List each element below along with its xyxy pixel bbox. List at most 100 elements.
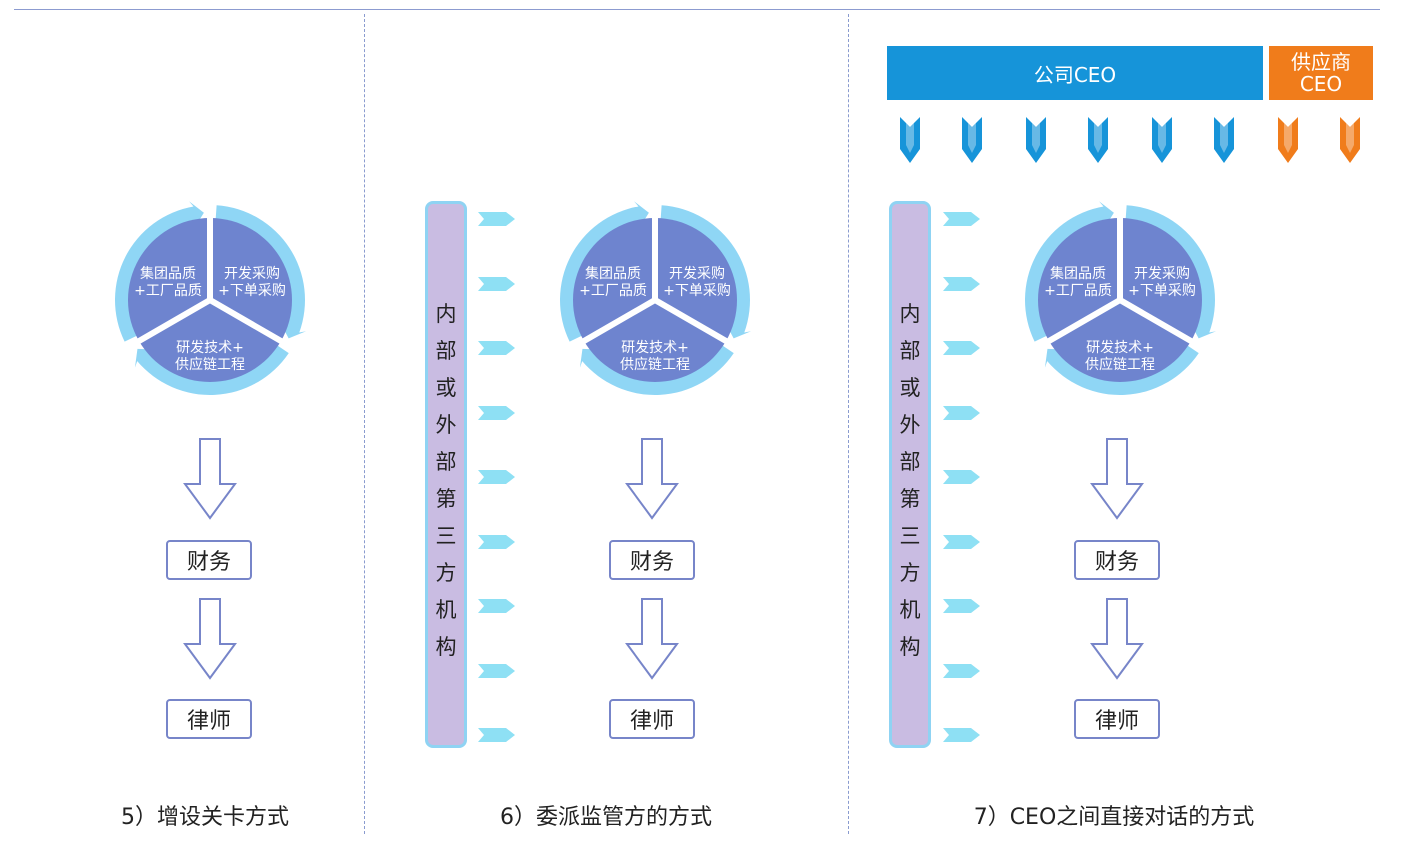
right-chevron-arrow-icon bbox=[943, 534, 980, 549]
third-party-char: 部 bbox=[899, 339, 921, 363]
ring-arrow-segment bbox=[115, 201, 204, 342]
right-chevron-arrow-icon bbox=[478, 534, 515, 549]
lawyer-box: 律师 bbox=[166, 699, 252, 739]
divider-line-2 bbox=[848, 14, 849, 834]
pie-divider bbox=[1034, 297, 1122, 352]
third-party-char: 外 bbox=[435, 413, 457, 437]
pie-divider bbox=[1118, 297, 1206, 352]
supplier-ceo-label-line2: CEO bbox=[1299, 72, 1343, 96]
third-party-char: 第 bbox=[435, 487, 457, 511]
third-party-char: 第 bbox=[899, 487, 921, 511]
third-party-char: 机 bbox=[899, 598, 921, 622]
pie-segment bbox=[583, 300, 727, 382]
hollow-down-arrow-icon bbox=[183, 598, 237, 680]
third-party-char: 部 bbox=[435, 450, 457, 474]
pie-segment-label: +下单采购 bbox=[1128, 283, 1196, 299]
pie-segment-label: +下单采购 bbox=[218, 283, 286, 299]
supplier-ceo-bar: 供应商 CEO bbox=[1269, 46, 1373, 100]
down-arrow-shape bbox=[625, 438, 679, 520]
top-rule bbox=[14, 9, 1380, 10]
ring-arrow-segment bbox=[1044, 344, 1199, 395]
third-party-char: 部 bbox=[899, 450, 921, 474]
right-chevron-arrow-icon bbox=[943, 470, 980, 484]
right-chevron-arrow-icon bbox=[943, 212, 980, 226]
down-arrow-shape bbox=[1090, 438, 1144, 520]
right-chevron-arrow-icon bbox=[943, 728, 980, 742]
pie-segment-label: 供应链工程 bbox=[1085, 356, 1155, 373]
down-chevron-icon bbox=[962, 117, 982, 163]
pie-segment-label: 研发技术+ bbox=[1086, 340, 1154, 356]
down-arrow-shape bbox=[183, 598, 237, 680]
pie-segment-label: +工厂品质 bbox=[579, 283, 647, 299]
hollow-down-arrow-icon bbox=[183, 438, 237, 520]
pie-segment-label: 集团品质 bbox=[585, 265, 641, 282]
third-party-char: 构 bbox=[899, 635, 921, 659]
third-party-char: 机 bbox=[435, 598, 457, 622]
down-arrow-shape bbox=[183, 438, 237, 520]
right-chevron-arrow-icon bbox=[943, 276, 980, 291]
panel-caption: 7）CEO之间直接对话的方式 bbox=[973, 805, 1255, 830]
third-party-char: 三 bbox=[435, 524, 457, 548]
pie-segment-label: 开发采购 bbox=[1134, 266, 1190, 282]
down-chevron-icon bbox=[1214, 117, 1234, 163]
right-chevron-arrow-icon bbox=[478, 470, 515, 484]
right-chevron-arrow-icon bbox=[478, 663, 515, 678]
pie-segment-label: +工厂品质 bbox=[134, 283, 202, 299]
third-party-char: 方 bbox=[899, 561, 921, 585]
pie-segment-label: 供应链工程 bbox=[620, 356, 690, 373]
right-chevron-arrow-icon bbox=[943, 341, 980, 355]
third-party-char: 或 bbox=[435, 376, 457, 400]
down-arrow-shape bbox=[625, 598, 679, 680]
panel-caption: 5）增设关卡方式 bbox=[121, 805, 289, 830]
third-party-char: 部 bbox=[435, 339, 457, 363]
ring-arrow-segment bbox=[134, 344, 289, 395]
third-party-char: 三 bbox=[899, 524, 921, 548]
pie-divider bbox=[653, 297, 741, 352]
right-chevron-arrow-icon bbox=[478, 728, 515, 742]
third-party-bar: 内 部 或 外 部 第 三 方 机 构 bbox=[425, 201, 467, 748]
right-chevron-arrow-icon bbox=[478, 276, 515, 291]
third-party-char: 内 bbox=[435, 302, 457, 326]
right-chevron-arrow-icon bbox=[943, 405, 980, 420]
pie-segment-label: 开发采购 bbox=[224, 266, 280, 282]
company-ceo-bar: 公司CEO bbox=[887, 46, 1263, 100]
hollow-down-arrow-icon bbox=[625, 438, 679, 520]
right-chevron-arrow-icon bbox=[478, 212, 515, 226]
pie-segment-label: 开发采购 bbox=[669, 266, 725, 282]
hollow-down-arrow-icon bbox=[1090, 598, 1144, 680]
finance-box: 财务 bbox=[609, 540, 695, 580]
pie-divider bbox=[569, 297, 657, 352]
pie-segment-label: 集团品质 bbox=[1050, 265, 1106, 282]
pie-segment-label: 研发技术+ bbox=[176, 340, 244, 356]
ring-arrow-segment bbox=[579, 344, 734, 395]
lawyer-box: 律师 bbox=[1074, 699, 1160, 739]
finance-box: 财务 bbox=[1074, 540, 1160, 580]
finance-box: 财务 bbox=[166, 540, 252, 580]
panel-delegate-supervisor: 内 部 或 外 部 第 三 方 机 构 集团品质+工厂品质 开发采购+下单采购研发… bbox=[425, 201, 752, 830]
right-chevron-arrow-icon bbox=[478, 405, 515, 420]
panel-caption: 6）委派监管方的方式 bbox=[500, 805, 712, 830]
pie-divider bbox=[124, 297, 212, 352]
right-chevron-arrow-icon bbox=[943, 663, 980, 678]
pie-divider bbox=[208, 297, 296, 352]
third-party-char: 构 bbox=[435, 635, 457, 659]
down-chevron-icon bbox=[1278, 117, 1298, 163]
pie-segment-label: 研发技术+ bbox=[621, 340, 689, 356]
ring-arrow-segment bbox=[660, 205, 752, 339]
ring-arrow-segment bbox=[215, 205, 307, 339]
down-chevron-icon bbox=[1088, 117, 1108, 163]
pie-segment-label: +下单采购 bbox=[663, 283, 731, 299]
right-chevron-arrow-icon bbox=[478, 341, 515, 355]
pie-segment-label: +工厂品质 bbox=[1044, 283, 1112, 299]
right-chevron-arrow-icon bbox=[478, 599, 515, 613]
third-party-char: 方 bbox=[435, 561, 457, 585]
supplier-ceo-label-line1: 供应商 bbox=[1291, 50, 1351, 74]
ring-arrow-segment bbox=[1025, 201, 1114, 342]
third-party-char: 外 bbox=[899, 413, 921, 437]
hollow-down-arrow-icon bbox=[1090, 438, 1144, 520]
right-chevron-arrow-icon bbox=[943, 599, 980, 613]
